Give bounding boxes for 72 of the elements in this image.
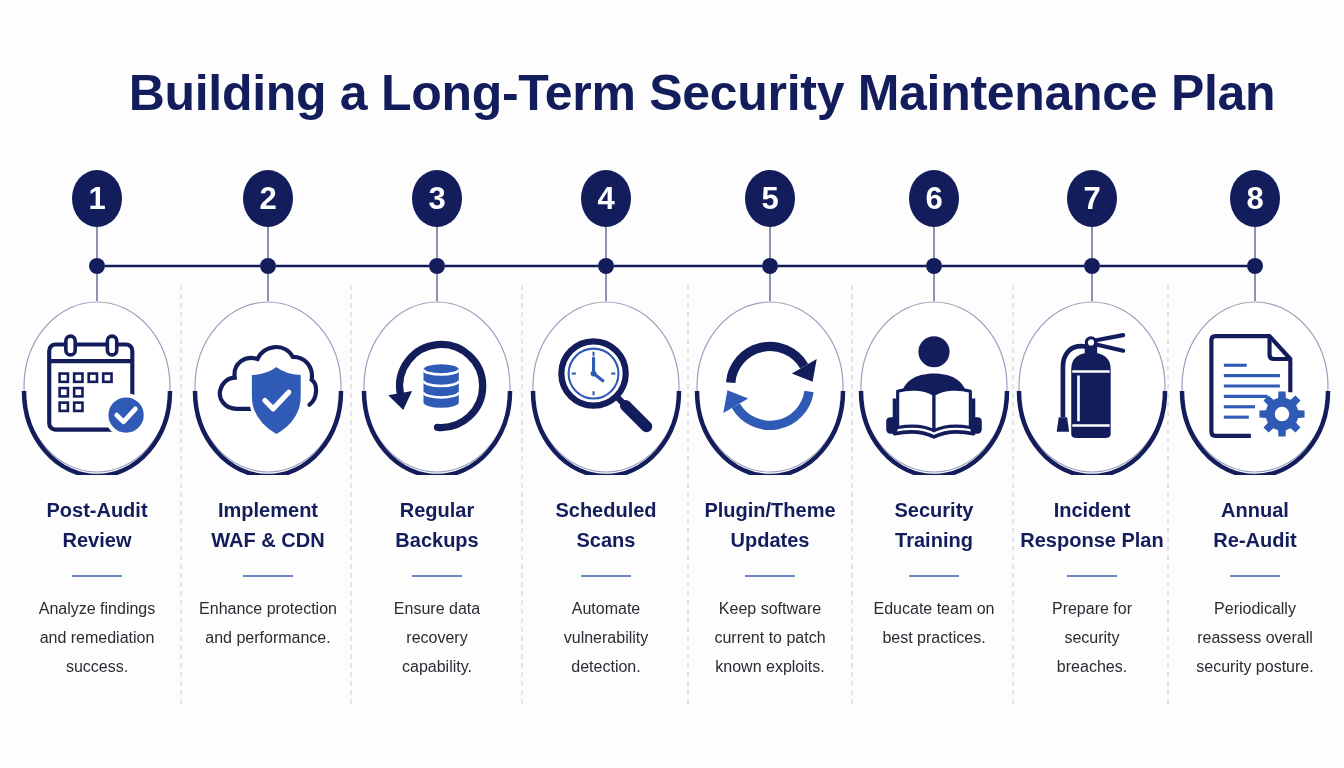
connector-line [267, 226, 269, 259]
icon-circle [858, 301, 1010, 475]
step-number: 7 [1083, 181, 1101, 216]
step-title: Regular Backups [394, 498, 480, 553]
step-description: Ensure data recovery capability. [392, 599, 482, 677]
connector-line [605, 273, 607, 302]
number-badge [1067, 170, 1117, 227]
step-number: 8 [1246, 181, 1264, 216]
timeline-dot [598, 258, 614, 274]
number-badge [72, 170, 122, 227]
step-number: 1 [88, 181, 106, 216]
step-number: 4 [597, 181, 615, 216]
timeline-line [614, 264, 762, 268]
connector-line [436, 273, 438, 302]
step-description: Analyze findings and remediation success. [37, 599, 157, 677]
icon-circle [694, 301, 846, 475]
connector-line [769, 226, 771, 259]
step-title: Incident Response Plan [1019, 498, 1165, 553]
icon-circle [1179, 301, 1331, 475]
connector-line [933, 226, 935, 259]
connector-line [605, 226, 607, 259]
timeline-line [445, 264, 598, 268]
timeline-line [105, 264, 260, 268]
timeline-dot [926, 258, 942, 274]
step-number: 2 [259, 181, 277, 216]
connector-line [436, 226, 438, 259]
timeline-line [778, 264, 926, 268]
step-title: Post-Audit Review [45, 498, 149, 553]
connector-line [933, 273, 935, 302]
step-title: Security Training [893, 498, 975, 553]
connector-line [769, 273, 771, 302]
icon-circle [530, 301, 682, 475]
step-title: Scheduled Scans [554, 498, 658, 553]
icon-circle [192, 301, 344, 475]
number-badge [581, 170, 631, 227]
step-title: Implement WAF & CDN [210, 498, 326, 553]
step-description: Enhance protection and performance. [198, 599, 338, 648]
connector-line [96, 273, 98, 302]
step-description: Automate vulnerability detection. [562, 599, 650, 677]
number-badge [412, 170, 462, 227]
timeline-line [1100, 264, 1247, 268]
connector-line [1254, 226, 1256, 259]
step-number: 5 [761, 181, 779, 216]
timeline-dot [1247, 258, 1263, 274]
number-badge [243, 170, 293, 227]
icon-circle [21, 301, 173, 475]
step-title: Plugin/Theme Updates [703, 498, 837, 553]
diagram-title: Building a Long-Term Security Maintenance Plan [127, 64, 1277, 122]
step-description: Prepare for security breaches. [1050, 599, 1133, 677]
icon-circle [1016, 301, 1168, 475]
connector-line [267, 273, 269, 302]
step-description: Keep software current to patch known exploits. [713, 599, 827, 677]
icon-circle [361, 301, 513, 475]
connector-line [96, 226, 98, 259]
timeline-dot [1084, 258, 1100, 274]
timeline-dot [429, 258, 445, 274]
number-badge [745, 170, 795, 227]
connector-line [1254, 273, 1256, 302]
number-badge [1230, 170, 1280, 227]
step-description: Educate team on best practices. [872, 599, 996, 648]
step-number: 6 [925, 181, 943, 216]
timeline-dot [260, 258, 276, 274]
timeline-line [942, 264, 1084, 268]
step-number: 3 [428, 181, 446, 216]
step-title: Annual Re-Audit [1212, 498, 1298, 553]
timeline-dot [89, 258, 105, 274]
number-badge [909, 170, 959, 227]
timeline-line [276, 264, 429, 268]
step-description: Periodically reassess overall security posture. [1195, 599, 1315, 677]
connector-line [1091, 226, 1093, 259]
timeline-dot [762, 258, 778, 274]
connector-line [1091, 273, 1093, 302]
